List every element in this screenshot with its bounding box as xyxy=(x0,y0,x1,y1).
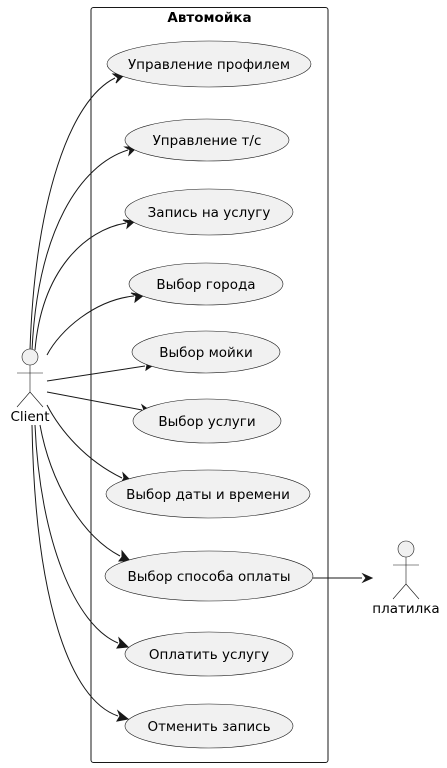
arrowhead-client-pay xyxy=(116,636,130,649)
actor-payment-label: платилка xyxy=(372,601,439,617)
arrowhead-client-booking xyxy=(122,219,137,230)
association-client-wash xyxy=(46,365,146,382)
association-client-cancel xyxy=(31,424,119,717)
use-case-cancel[interactable]: Отменить запись xyxy=(124,703,294,749)
use-case-city[interactable]: Выбор города xyxy=(128,262,284,306)
system-title: Автомойка xyxy=(167,10,251,26)
use-case-label: Выбор даты и времени xyxy=(126,487,290,503)
arrowhead-client-cancel xyxy=(116,709,130,722)
association-client-payment-method xyxy=(39,424,121,557)
use-case-ellipse xyxy=(124,703,294,749)
use-case-label: Выбор города xyxy=(156,277,255,293)
use-case-ellipse xyxy=(106,40,312,88)
use-case-payment-method[interactable]: Выбор способа оплаты xyxy=(104,550,314,602)
use-case-ellipse xyxy=(131,330,281,374)
use-case-pay[interactable]: Оплатить услугу xyxy=(124,631,294,677)
actor-client-body xyxy=(16,365,44,408)
use-case-service[interactable]: Выбор услуги xyxy=(132,398,282,444)
use-cases: Управление профилем Управление т/с Запис… xyxy=(104,40,314,749)
use-case-label: Управление т/с xyxy=(153,133,262,149)
use-case-ellipse xyxy=(104,550,314,602)
association-client-city xyxy=(46,295,135,356)
use-case-datetime[interactable]: Выбор даты и времени xyxy=(105,469,311,519)
use-case-wash[interactable]: Выбор мойки xyxy=(131,330,281,374)
association-client-pay xyxy=(34,424,119,644)
use-case-label: Оплатить услугу xyxy=(149,647,269,663)
actor-client-label: Client xyxy=(10,409,49,425)
arrowhead-payment-method-payment xyxy=(361,572,374,584)
use-case-ellipse xyxy=(128,262,284,306)
association-client-vehicle xyxy=(31,149,129,351)
actor-client-head xyxy=(21,348,39,366)
associations xyxy=(29,73,374,722)
use-case-ellipse xyxy=(124,631,294,677)
association-client-datetime xyxy=(46,404,123,479)
use-case-ellipse xyxy=(105,469,311,519)
use-case-label: Выбор способа оплаты xyxy=(128,569,291,585)
actor-payment-head xyxy=(397,540,415,558)
actor-client[interactable]: Client xyxy=(10,348,50,425)
actor-payment-body xyxy=(392,557,420,600)
use-case-ellipse xyxy=(124,118,290,162)
use-case-label: Выбор мойки xyxy=(159,345,253,361)
use-case-ellipse xyxy=(124,188,294,236)
use-case-profile[interactable]: Управление профилем xyxy=(106,40,312,88)
use-case-label: Выбор услуги xyxy=(158,414,255,430)
use-case-label: Запись на услугу xyxy=(148,205,271,221)
use-case-vehicle[interactable]: Управление т/с xyxy=(124,118,290,162)
use-case-label: Отменить запись xyxy=(147,719,270,735)
use-case-label: Управление профилем xyxy=(128,57,290,73)
actor-payment[interactable]: платилка xyxy=(372,540,440,617)
association-client-profile xyxy=(29,77,116,351)
system-boundary-rect xyxy=(90,7,329,763)
system-boundary: Автомойка xyxy=(90,7,329,763)
association-client-service xyxy=(46,391,143,411)
association-client-booking xyxy=(34,222,127,351)
use-case-booking[interactable]: Запись на услугу xyxy=(124,188,294,236)
use-case-ellipse xyxy=(132,398,282,444)
arrowhead-client-payment-method xyxy=(118,549,132,562)
